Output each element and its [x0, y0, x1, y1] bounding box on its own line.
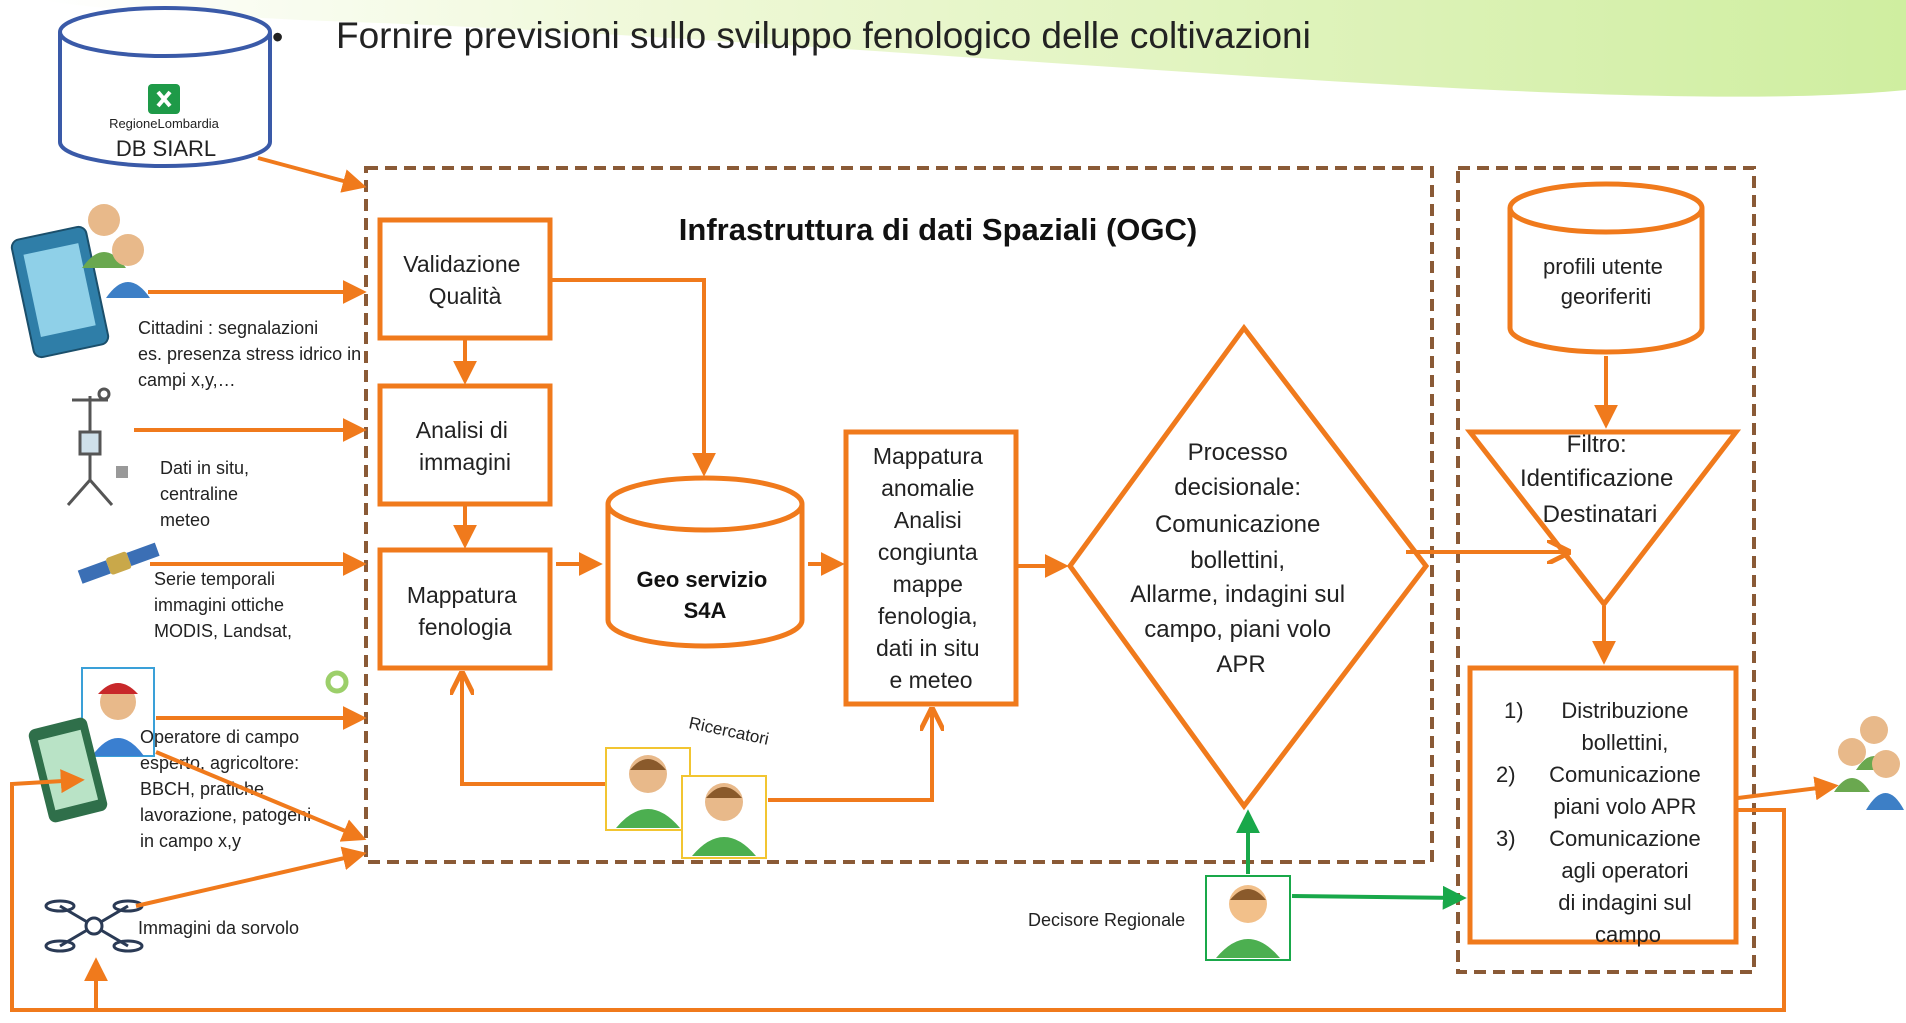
arrow-ricercatori-to-mappatura-fen: [462, 676, 606, 786]
arrow-drone-to-infra: [135, 846, 367, 908]
svg-text:Validazione Qualità: Validazione Qualità: [403, 251, 527, 309]
green-arrow-decisore-to-distribuzione: [1291, 885, 1467, 910]
drone-icon: [44, 899, 144, 953]
diamond-processo-decisionale: Processo decisionale: Comunicazione boll…: [1066, 323, 1430, 811]
source-operatore: Operatore di campo esperto, agricoltore:…: [140, 727, 316, 851]
researcher-1-icon: [605, 747, 691, 831]
ricercatori-label: Ricercatori: [687, 713, 770, 748]
svg-text:Mappatura fenologia: Mappatura fenologia: [407, 582, 523, 640]
arrow-operatore-to-infra-2: [155, 750, 367, 842]
source-satellite: Serie temporali immagini ottiche MODIS, …: [154, 569, 292, 641]
svg-text:1) 2) 3): 1) 2) 3): [1496, 698, 1530, 851]
header-bullet: •: [272, 19, 283, 55]
box-mappatura-fenologia: Mappatura fenologia: [377, 547, 553, 671]
arrow-siarl-to-infra: [257, 156, 367, 193]
bullet-circle-icon: [325, 670, 349, 694]
feedback-line-to-drone: [84, 957, 1784, 1012]
infrastructure-title: Infrastruttura di dati Spaziali (OGC): [679, 212, 1197, 247]
svg-text:Analisi di immagini: Analisi di immagini: [416, 417, 514, 475]
recipients-group-icon: [1834, 716, 1904, 810]
svg-text:Processo decisionale:: Processo decisionale: Comunicazione boll…: [1130, 439, 1351, 678]
arrow-ricercatori-to-anomalie: [768, 712, 932, 802]
smartphone-citizens-icon: [10, 225, 110, 359]
decisore-regionale-icon: [1205, 875, 1291, 961]
box-mappatura-anomalie: Mappatura anomalie Analisi congiunta map…: [843, 429, 1019, 707]
box-validazione-qualita: Validazione Qualità: [377, 217, 553, 341]
box-analisi-immagini: Analisi di immagini: [377, 383, 553, 507]
header-title: Fornire previsioni sullo sviluppo fenolo…: [336, 15, 1311, 56]
svg-text:profili utente georiferi: profili utente georiferiti: [1543, 254, 1669, 309]
db-siarl-label: DB SIARL: [116, 136, 216, 161]
source-drone: Immagini da sorvolo: [138, 918, 299, 938]
arrow-distribuzione-to-recipients: [1737, 776, 1839, 801]
satellite-icon: [77, 542, 160, 584]
svg-text:Geo servizio S4A: Geo servizio S4A: [637, 567, 774, 623]
citizens-group-icon: [82, 204, 150, 298]
geo-servizio-s4a-cylinder: Geo servizio S4A: [605, 475, 805, 649]
decisore-label: Decisore Regionale: [1028, 910, 1185, 930]
source-cittadini: Cittadini : segnalazioni es. presenza st…: [138, 318, 366, 390]
arrow-validazione-to-geo: [552, 278, 716, 477]
svg-text:Mappatura anomalie: Mappatura anomalie Analisi congiunta map…: [873, 443, 989, 693]
svg-text:Distribuzione bollettini: Distribuzione bollettini, Comunicazione …: [1549, 698, 1707, 947]
box-distribuzione: 1) 2) 3) Distribuzione bollettini, Comun…: [1467, 665, 1739, 947]
profili-utente-cylinder: profili utente georiferiti: [1507, 181, 1705, 355]
weather-station-icon: [66, 387, 128, 506]
operator-farmer-icon: [28, 667, 155, 823]
triangle-filtro: Filtro: Identificazione Destinatari: [1464, 429, 1742, 609]
header-banner: [40, 0, 1906, 97]
source-in-situ: Dati in situ, centraline meteo: [160, 458, 254, 530]
researcher-2-icon: [681, 775, 767, 859]
db-siarl-cylinder: RegioneLombardia DB SIARL: [58, 6, 272, 168]
output-container: [1456, 166, 1756, 974]
svg-text:Filtro: Identificazione: Filtro: Identificazione Destinatari: [1520, 431, 1680, 528]
infrastructure-container: [364, 166, 1434, 864]
regione-lombardia-logo-text: RegioneLombardia: [109, 116, 220, 131]
